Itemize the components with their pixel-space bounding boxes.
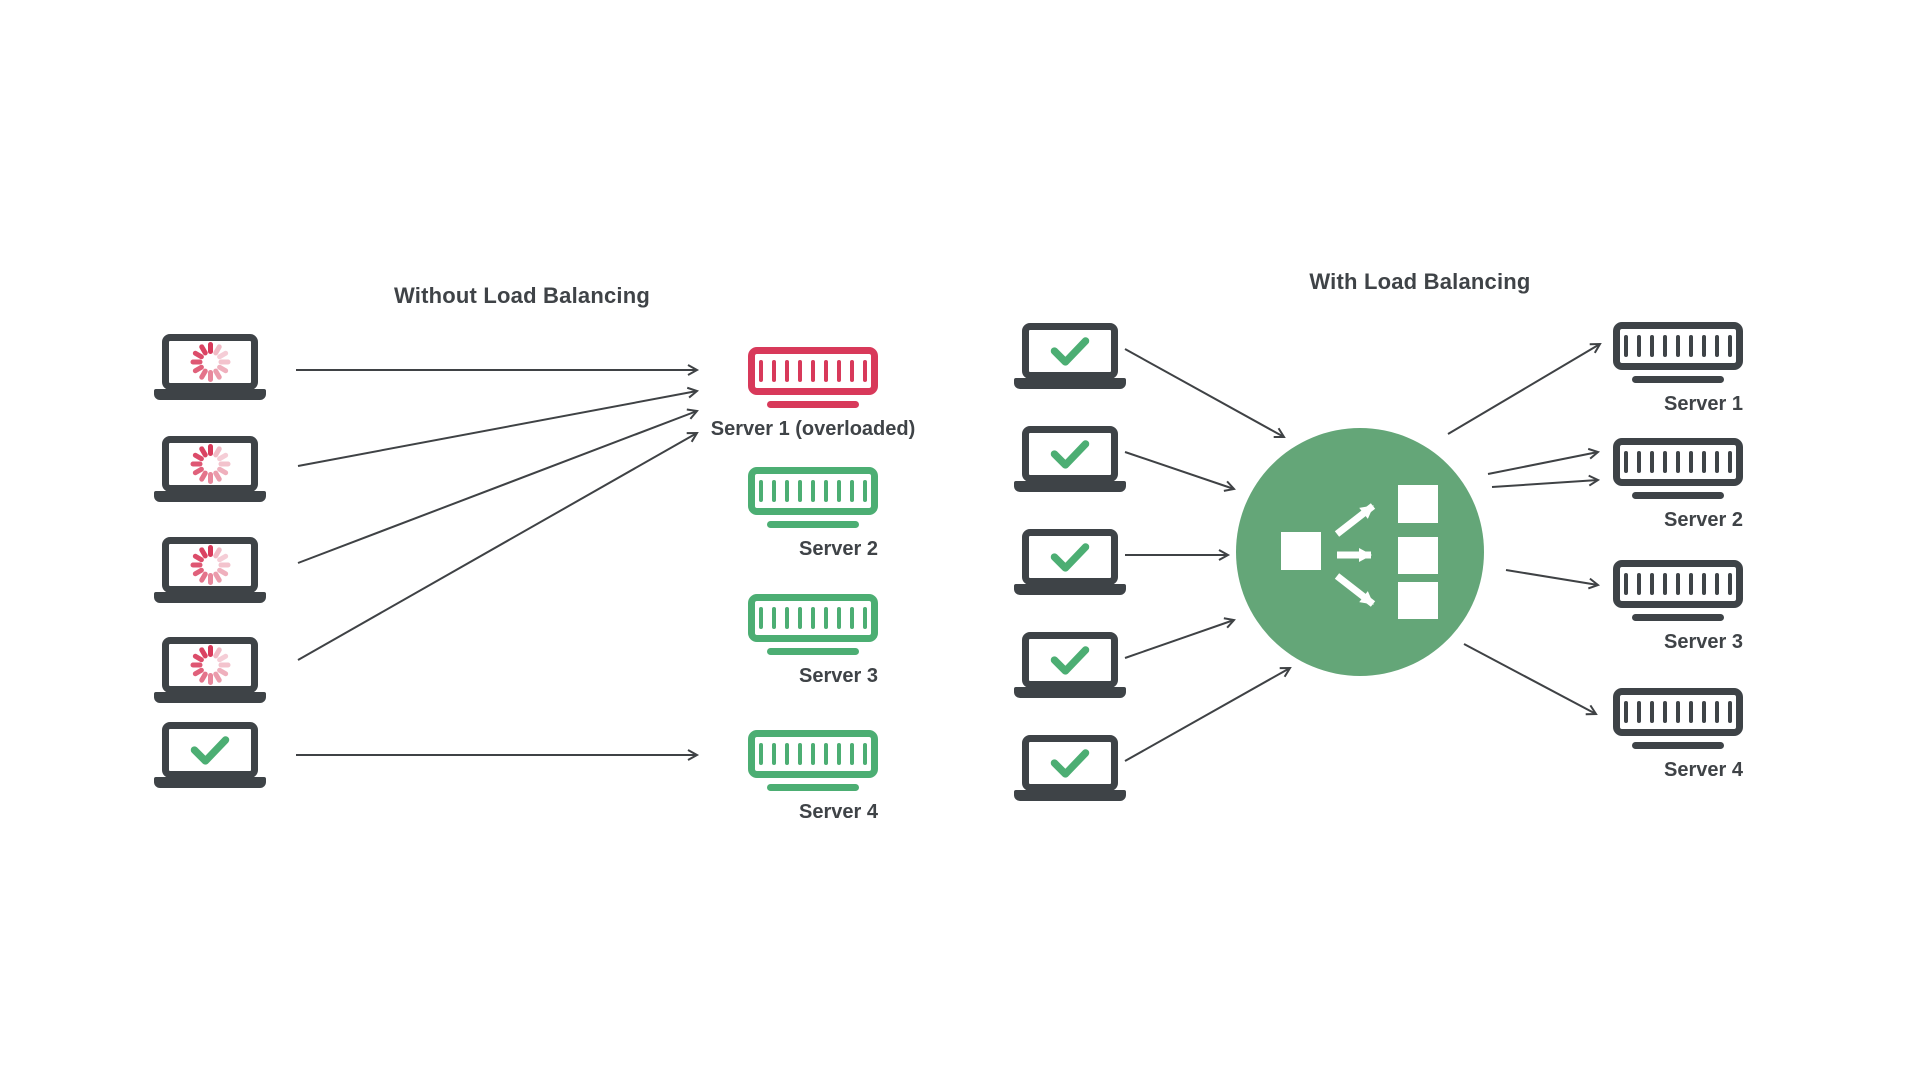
request-arrow (297, 431, 699, 661)
request-arrow (1447, 342, 1602, 435)
client-laptop (154, 637, 266, 703)
client-laptop (1014, 529, 1126, 595)
request-arrow (1491, 474, 1601, 488)
request-arrow (297, 386, 700, 467)
server-icon (1613, 438, 1743, 486)
server-icon (748, 347, 878, 395)
loading-spinner-icon (190, 545, 230, 585)
server-label: Server 2 (799, 538, 878, 560)
server-label: Server 2 (1664, 509, 1743, 531)
server-label: Server 1 (overloaded) (710, 418, 916, 440)
request-arrow (297, 408, 699, 564)
server: Server 3 (1613, 560, 1743, 654)
server-label: Server 4 (799, 801, 878, 823)
server-label: Server 3 (1664, 631, 1743, 653)
server: Server 4 (748, 730, 878, 824)
server: Server 2 (748, 467, 878, 561)
request-arrow (1463, 643, 1598, 716)
server-icon (1613, 322, 1743, 370)
left-section-title: Without Load Balancing (394, 283, 650, 308)
check-icon (190, 736, 230, 765)
check-icon (1050, 749, 1090, 778)
client-laptop (154, 722, 266, 788)
check-icon (1050, 646, 1090, 675)
client-laptop (1014, 426, 1126, 492)
check-icon (1050, 440, 1090, 469)
request-arrow (1487, 447, 1601, 475)
loading-spinner-icon (190, 342, 230, 382)
server-label: Server 3 (799, 665, 878, 687)
client-laptop (154, 537, 266, 603)
client-laptop (1014, 632, 1126, 698)
load-balancer-icon (1281, 485, 1438, 619)
check-icon (1050, 337, 1090, 366)
server: Server 3 (748, 594, 878, 688)
client-laptop (1014, 735, 1126, 801)
check-icon (1050, 543, 1090, 572)
right-section-title: With Load Balancing (1309, 269, 1531, 294)
server-icon (748, 467, 878, 515)
server-label: Server 4 (1664, 759, 1743, 781)
request-arrow (1124, 451, 1236, 492)
request-arrow (1124, 348, 1286, 439)
server-icon (748, 730, 878, 778)
server-label: Server 1 (1664, 393, 1743, 415)
server-icon (1613, 688, 1743, 736)
server: Server 4 (1613, 688, 1743, 782)
request-arrow (1124, 666, 1292, 762)
client-laptop (1014, 323, 1126, 389)
server: Server 2 (1613, 438, 1743, 532)
server: Server 1 (1613, 322, 1743, 416)
request-arrow (1505, 569, 1601, 590)
server-icon (1613, 560, 1743, 608)
server-icon (748, 594, 878, 642)
client-laptop (154, 334, 266, 400)
loading-spinner-icon (190, 444, 230, 484)
server: Server 1 (overloaded) (711, 347, 915, 441)
request-arrow (1124, 617, 1236, 659)
client-laptop (154, 436, 266, 502)
loading-spinner-icon (190, 645, 230, 685)
load-balancer (1236, 428, 1484, 676)
